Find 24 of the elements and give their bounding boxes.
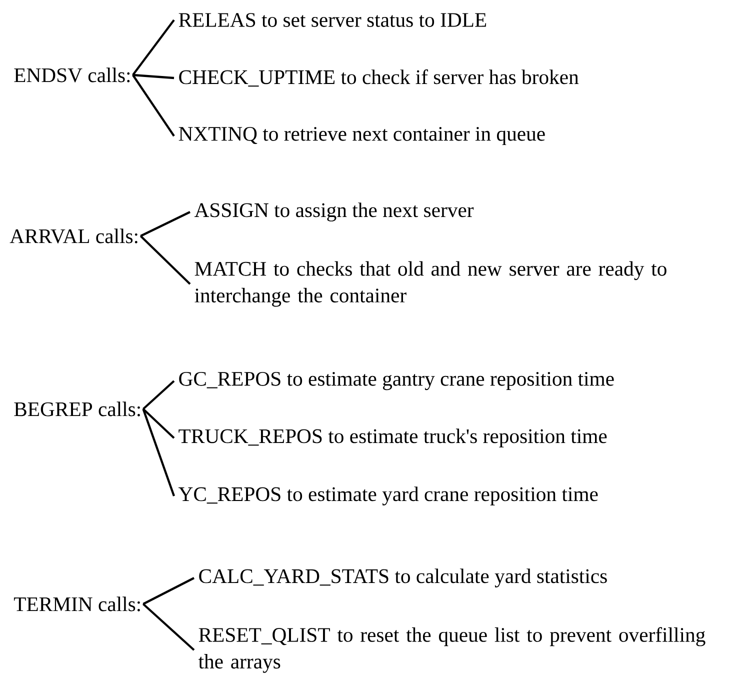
caller-label: TERMIN calls: [14, 596, 140, 612]
connector-line [140, 211, 190, 237]
routine-label: YC_REPOS to estimate yard crane reposition time [178, 486, 598, 506]
routine-label: RELEAS to set server status to IDLE [178, 13, 486, 27]
routine-label: CALC_YARD_STATS to calculate yard statistics [199, 568, 607, 588]
routine-label: MATCH to checks that old and new server are ready to interchange the container [194, 261, 666, 307]
connector-line [140, 235, 191, 285]
connector-line [132, 19, 175, 76]
routine-label: GC_REPOS to estimate gantry crane reposition time [179, 372, 614, 390]
routine-label: CHECK_UPTIME to check if server has broken [179, 69, 579, 87]
connector-line [142, 577, 194, 605]
routine-label: ASSIGN to assign the next server [194, 202, 474, 222]
caller-label: ARRVAL calls: [10, 228, 138, 244]
caller-label: ENDSV calls: [14, 68, 130, 82]
routine-label: TRUCK_REPOS to estimate truck's reposition time [178, 428, 607, 448]
connector-line [142, 408, 176, 496]
routine-label: NXTINQ to retrieve next container in queue [178, 126, 545, 146]
connector-line [142, 603, 195, 651]
connector-line [132, 74, 175, 137]
connector-line [132, 74, 174, 80]
connector-line [142, 408, 175, 439]
routine-label: RESET_QLIST to reset the queue list to prevent overfilling the arrays [198, 627, 706, 673]
connector-line [142, 380, 175, 410]
caller-label: BEGREP calls: [14, 402, 140, 416]
